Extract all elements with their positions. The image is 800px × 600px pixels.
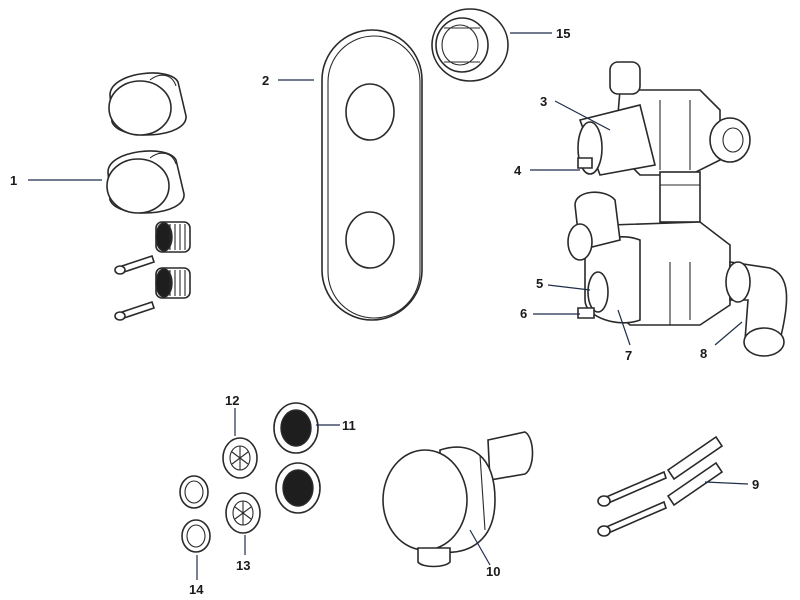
callout-5: 5 bbox=[536, 276, 543, 291]
handle-adapters bbox=[155, 221, 191, 299]
callout-4: 4 bbox=[514, 163, 522, 178]
callout-10: 10 bbox=[486, 564, 500, 579]
part-2-cover-plate bbox=[321, 29, 423, 321]
part-10-outlet-elbow bbox=[382, 431, 534, 568]
grub-screws bbox=[114, 254, 156, 321]
part-1-handles bbox=[106, 72, 187, 214]
callout-14: 14 bbox=[189, 582, 204, 597]
callout-2: 2 bbox=[262, 73, 269, 88]
part-9-fixings bbox=[597, 435, 724, 537]
callout-1: 1 bbox=[10, 173, 17, 188]
seals-and-washers bbox=[179, 402, 321, 553]
callout-3: 3 bbox=[540, 94, 547, 109]
callout-8: 8 bbox=[700, 346, 707, 361]
callout-labels: 1 2 3 4 5 6 7 8 9 10 11 12 13 14 15 bbox=[10, 26, 759, 597]
callout-12: 12 bbox=[225, 393, 239, 408]
callout-9: 9 bbox=[752, 477, 759, 492]
callout-13: 13 bbox=[236, 558, 250, 573]
part-15-flange bbox=[431, 8, 509, 82]
callout-7: 7 bbox=[625, 348, 632, 363]
valve-body-assembly bbox=[567, 61, 788, 357]
leader-lines bbox=[28, 32, 749, 580]
callout-11: 11 bbox=[342, 418, 356, 433]
callout-15: 15 bbox=[556, 26, 570, 41]
callout-6: 6 bbox=[520, 306, 527, 321]
